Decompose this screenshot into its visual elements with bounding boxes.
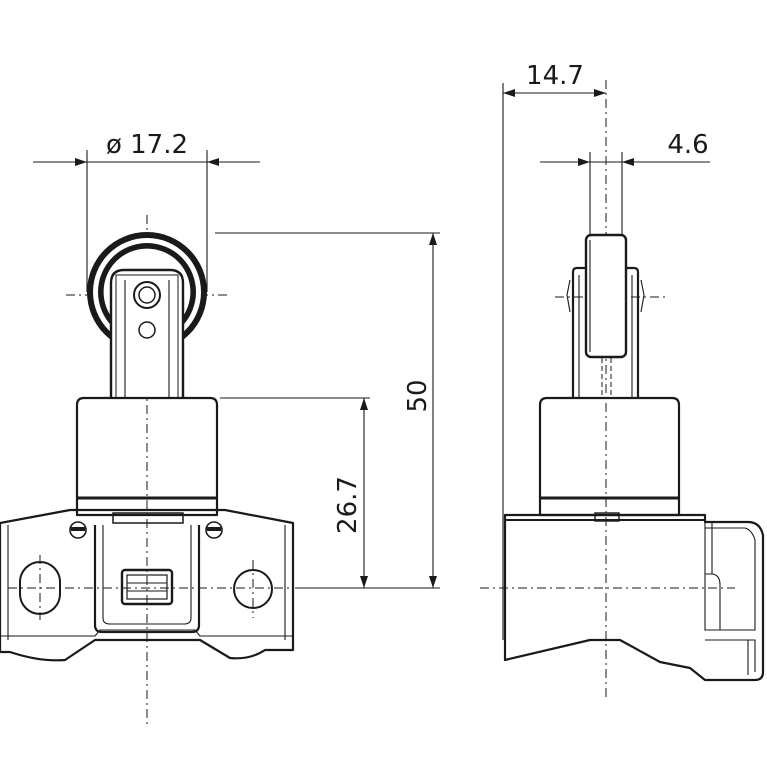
side-switch-body <box>503 512 765 682</box>
switch-body <box>0 508 295 662</box>
dimension-side-depth: 14.7 <box>502 61 606 640</box>
side-depth-label: 14.7 <box>526 61 584 91</box>
side-plunger-housing <box>538 396 681 517</box>
plunger-housing <box>75 396 219 517</box>
dimension-roller-width: 4.6 <box>540 130 710 235</box>
dimension-overall-height: 50 <box>215 232 440 589</box>
roller-diameter-label: ø 17.2 <box>106 130 188 160</box>
side-view: 14.7 4.6 <box>480 61 765 700</box>
roller-lever <box>109 268 185 399</box>
roller-width-label: 4.6 <box>667 130 708 160</box>
body-height-label: 26.7 <box>333 476 363 534</box>
overall-height-label: 50 <box>403 379 433 412</box>
dimension-roller-diameter: ø 17.2 <box>33 130 260 292</box>
front-view: ø 17.2 50 26.7 <box>0 130 440 725</box>
roller-edge <box>584 233 628 359</box>
lever-fork <box>566 266 645 398</box>
dimension-body-height: 26.7 <box>220 397 370 588</box>
